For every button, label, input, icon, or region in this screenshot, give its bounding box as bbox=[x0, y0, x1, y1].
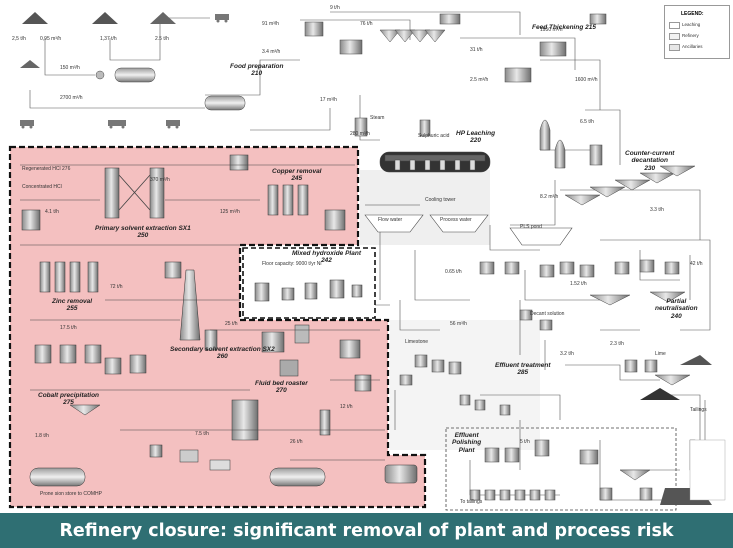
flow-value: 9 t/h bbox=[330, 5, 340, 11]
label-mhp-capacity: Floor capacity: 9000 t/yr Ni bbox=[262, 261, 322, 267]
label-steam: Steam bbox=[370, 115, 385, 121]
legend-title: LEGEND: bbox=[681, 11, 704, 17]
neutralisation-tanks bbox=[479, 259, 686, 306]
polishing-tanks bbox=[469, 439, 696, 501]
flow-value: 0,95 m³/h bbox=[40, 36, 62, 42]
ccd-thickeners bbox=[564, 165, 696, 206]
flow-value: 7.5 t/h bbox=[195, 431, 209, 437]
flow-value: 6.5 t/h bbox=[580, 119, 594, 125]
legend-item: Ancillaries bbox=[669, 44, 729, 51]
flow-value: 370 m³/h bbox=[150, 177, 170, 183]
flow-value: 2.3 t/h bbox=[610, 341, 624, 347]
ponds bbox=[364, 204, 573, 246]
flow-value: 125 m³/h bbox=[220, 209, 240, 215]
flow-value: 3.4 m³/h bbox=[262, 49, 281, 55]
label-tailings: Tailings bbox=[690, 407, 707, 413]
flow-value: 5 t/h bbox=[520, 439, 530, 445]
legend-swatch-ancillaries bbox=[669, 44, 680, 51]
label-product-note: Prone sion store to COMHP bbox=[40, 491, 102, 497]
label-limestone: Limestone bbox=[405, 339, 429, 345]
refinery-piping bbox=[20, 164, 385, 461]
effluent-zone bbox=[390, 320, 540, 450]
pond-zone bbox=[360, 170, 490, 245]
flow-value: 1.52 t/h bbox=[570, 281, 587, 287]
ore-stockpiles bbox=[20, 12, 176, 68]
caption-banner: Refinery closure: significant removal of… bbox=[0, 513, 733, 548]
flow-value: 1.8 t/h bbox=[35, 433, 49, 439]
grinding-mills bbox=[95, 67, 246, 111]
flow-value: 3.3 t/h bbox=[650, 207, 664, 213]
label-process-water: Process water bbox=[440, 217, 472, 223]
flow-value: 25 t/h bbox=[225, 321, 238, 327]
flow-value: 150 m³/h bbox=[60, 65, 80, 71]
autoclave bbox=[354, 117, 603, 173]
flow-value: 2,5 t/h bbox=[12, 36, 26, 42]
flow-value: 31 t/h bbox=[470, 47, 483, 53]
label-flow-water: Flow water bbox=[378, 217, 403, 223]
flow-value: 91 m³/h bbox=[262, 21, 279, 27]
effluent-tanks bbox=[399, 309, 691, 416]
outfall-icon bbox=[680, 355, 712, 365]
legend-item: Refinery bbox=[669, 33, 729, 40]
flow-value: 17 m³/h bbox=[320, 97, 337, 103]
legend-label: Leaching bbox=[682, 22, 701, 27]
polishing-plant-border bbox=[445, 427, 677, 511]
refinery-equipment bbox=[21, 154, 418, 487]
flow-value: 8.2 m³/h bbox=[540, 194, 559, 200]
flow-value: 17.5 t/h bbox=[60, 325, 77, 331]
label-decant-solution: Decant solution bbox=[530, 311, 565, 317]
label-sulphuric-acid: Sulphuric acid bbox=[418, 133, 450, 139]
label-lime: Lime bbox=[655, 351, 666, 357]
flow-value: 26 t/h bbox=[290, 439, 303, 445]
flow-value: 72 t/h bbox=[110, 284, 123, 290]
feed-thickeners bbox=[304, 13, 607, 83]
dam-icon bbox=[640, 388, 680, 400]
flow-value: 2.5 t/h bbox=[155, 36, 169, 42]
label-pls-pond: PLS pond bbox=[520, 224, 542, 230]
legend-swatch-refinery bbox=[669, 33, 680, 40]
flow-value: 3.2 t/h bbox=[560, 351, 574, 357]
legend-label: Refinery bbox=[682, 33, 699, 38]
label-regenerated-hcl: Regenerated HCl 276 bbox=[22, 166, 71, 172]
label-to-tailings: To tailings bbox=[460, 499, 483, 505]
flow-value: 0.65 t/h bbox=[445, 269, 462, 275]
flow-value: 280 m³/h bbox=[350, 131, 370, 137]
flow-value: 42 t/h bbox=[690, 261, 703, 267]
label-concentrated-hcl: Concentrated HCl bbox=[22, 184, 62, 190]
flow-value: 2700 m³/h bbox=[60, 95, 83, 101]
legend: LEGEND: Leaching Refinery Ancillaries bbox=[664, 5, 730, 59]
label-cooling-tower: Cooling tower bbox=[425, 197, 456, 203]
legend-label: Ancillaries bbox=[682, 44, 703, 49]
flow-value: 1,37 t/h bbox=[100, 36, 117, 42]
minor-legend bbox=[689, 439, 726, 501]
flow-value: 76 t/h bbox=[360, 21, 373, 27]
truck-icons bbox=[20, 14, 229, 129]
legend-swatch-leaching bbox=[669, 22, 680, 29]
flow-value: 2.5 m³/h bbox=[470, 77, 489, 83]
mhp-equipment bbox=[254, 279, 363, 302]
flow-value: 12 t/h bbox=[340, 404, 353, 410]
flow-value: 56 m³/h bbox=[450, 321, 467, 327]
flow-value: 4.1 t/h bbox=[45, 209, 59, 215]
flow-value: 1950 m³/h bbox=[540, 27, 563, 33]
flow-value: 1600 m³/h bbox=[575, 77, 598, 83]
legend-item: Leaching bbox=[669, 22, 729, 29]
area-feed-thickening: Feed Thickening 215 bbox=[532, 24, 596, 31]
